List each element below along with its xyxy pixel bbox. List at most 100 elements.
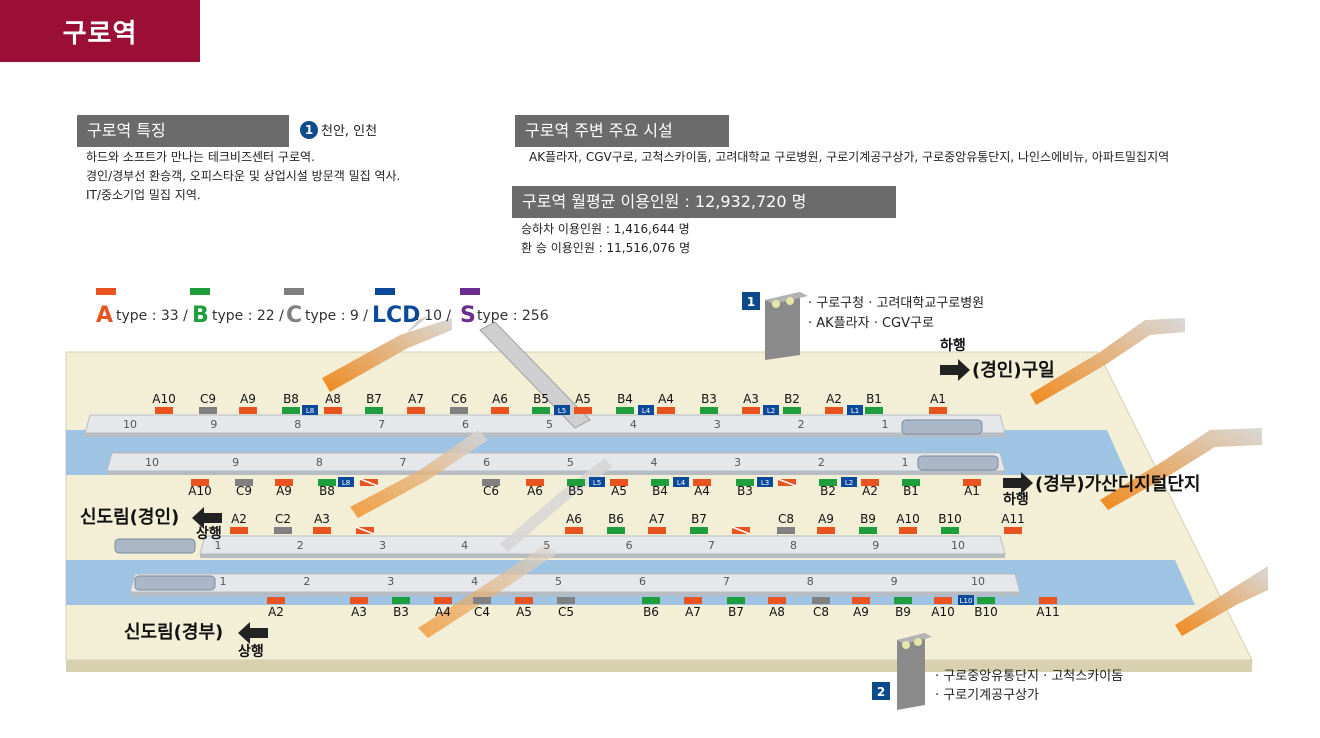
ad-marker-label: B7 [366, 392, 382, 406]
ad-marker-label: A7 [685, 605, 701, 619]
ad-marker-label: A9 [818, 512, 834, 526]
ad-marker-label: B5 [568, 484, 584, 498]
escalator-right-1 [1030, 318, 1185, 405]
ad-marker-label: B8 [283, 392, 299, 406]
legend-letter: A [96, 303, 113, 328]
car-number: 8 [294, 418, 301, 431]
exit-1-line-2: · AK플라자 · CGV구로 [808, 316, 934, 331]
ad-marker-label: B4 [617, 392, 633, 406]
direction-sindorim-gyeongin: 신도림(경인) 상행 [80, 507, 222, 542]
ad-marker [934, 597, 952, 604]
ad-marker-label: C8 [813, 605, 829, 619]
exit-2-tower [872, 633, 932, 710]
ad-marker-label: B6 [643, 605, 659, 619]
escalator-right-2 [1100, 428, 1262, 510]
lcd-marker-label: L4 [642, 407, 651, 415]
car-number: 3 [387, 575, 394, 588]
ad-marker [777, 527, 795, 534]
ad-marker-label: A4 [435, 605, 451, 619]
ad-marker-label: B3 [393, 605, 409, 619]
legend-count: : 10 / [415, 308, 451, 324]
ad-marker [1004, 527, 1022, 534]
lcd-marker [302, 405, 318, 415]
ad-marker-label: C6 [483, 484, 499, 498]
ad-marker [768, 597, 786, 604]
legend-letter: B [192, 303, 209, 328]
train-gyeongin-1 [901, 419, 983, 435]
ad-marker [693, 479, 711, 486]
ad-marker [825, 407, 843, 414]
ad-marker-label: A11 [1001, 512, 1024, 526]
train-gyeongbu-2 [134, 575, 216, 591]
ad-marker [515, 597, 533, 604]
car-number: 4 [630, 418, 637, 431]
ad-marker [282, 407, 300, 414]
car-number: 6 [462, 418, 469, 431]
sindorim2-label: 신도림(경부) [124, 622, 223, 643]
ad-marker-label: C6 [451, 392, 467, 406]
car-number: 2 [297, 539, 304, 552]
lcd-marker [763, 405, 779, 415]
ad-marker [727, 597, 745, 604]
ad-marker-label: C9 [200, 392, 216, 406]
ad-marker-label: B3 [701, 392, 717, 406]
ad-marker-label: A2 [268, 605, 284, 619]
guil-label: (경인)구일 [972, 360, 1055, 381]
ad-marker-label: A4 [658, 392, 674, 406]
platform-3 [199, 535, 1006, 558]
ad-marker-label: A9 [276, 484, 292, 498]
ad-marker [648, 527, 666, 534]
ad-marker [239, 407, 257, 414]
ad-marker [852, 597, 870, 604]
ad-marker-label: A10 [188, 484, 211, 498]
ad-marker-label: A1 [964, 484, 980, 498]
car-number: 10 [123, 418, 137, 431]
ad-marker-label: A2 [862, 484, 878, 498]
feature-line-3: IT/중소기업 밀집 지역. [86, 188, 201, 202]
car-number: 1 [220, 575, 227, 588]
ad-marker [567, 479, 585, 486]
direction-gasan: (경부)가산디지털단지 하행 [1003, 472, 1201, 508]
lcd-marker-label: L2 [767, 407, 775, 415]
ad-marker-label: A11 [1036, 605, 1059, 619]
lcd-marker [638, 405, 654, 415]
ad-marker-label: A8 [325, 392, 341, 406]
ad-marker [275, 479, 293, 486]
ad-marker-label: A6 [566, 512, 582, 526]
ad-marker [450, 407, 468, 414]
ad-marker-label: A5 [611, 484, 627, 498]
lcd-marker-label: L5 [593, 479, 601, 487]
sindorim1-label: 신도림(경인) [80, 507, 179, 528]
car-number: 10 [145, 456, 159, 469]
facilities-text: AK플라자, CGV구로, 고척스카이돔, 고려대학교 구로병원, 구로기계공구… [529, 150, 1170, 164]
legend-swatch [96, 288, 116, 295]
car-number: 8 [790, 539, 797, 552]
car-number: 7 [378, 418, 385, 431]
ad-marker-label: B6 [608, 512, 624, 526]
direction-label: 천안, 인천 [321, 124, 378, 139]
exit-2-line-1: · 구로중앙유통단지 · 고척스카이돔 [935, 669, 1123, 684]
ad-marker [350, 597, 368, 604]
ad-marker-label: C5 [558, 605, 574, 619]
ad-marker [642, 597, 660, 604]
ad-marker [899, 527, 917, 534]
ad-marker [700, 407, 718, 414]
legend-count: type : 33 / [116, 308, 188, 324]
lcd-marker-label: L3 [761, 479, 769, 487]
car-number: 3 [379, 539, 386, 552]
ad-marker [365, 407, 383, 414]
legend-letter: S [460, 303, 476, 328]
ad-marker [318, 479, 336, 486]
car-number: 1 [215, 539, 222, 552]
ad-marker [607, 527, 625, 534]
car-number: 9 [232, 456, 239, 469]
legend-letter: C [286, 303, 302, 328]
lcd-marker [338, 477, 354, 487]
ad-marker [977, 597, 995, 604]
ad-marker-label: B10 [974, 605, 998, 619]
car-number: 8 [807, 575, 814, 588]
ad-marker-label: B7 [691, 512, 707, 526]
sindorim1-small-label: 상행 [196, 526, 222, 542]
